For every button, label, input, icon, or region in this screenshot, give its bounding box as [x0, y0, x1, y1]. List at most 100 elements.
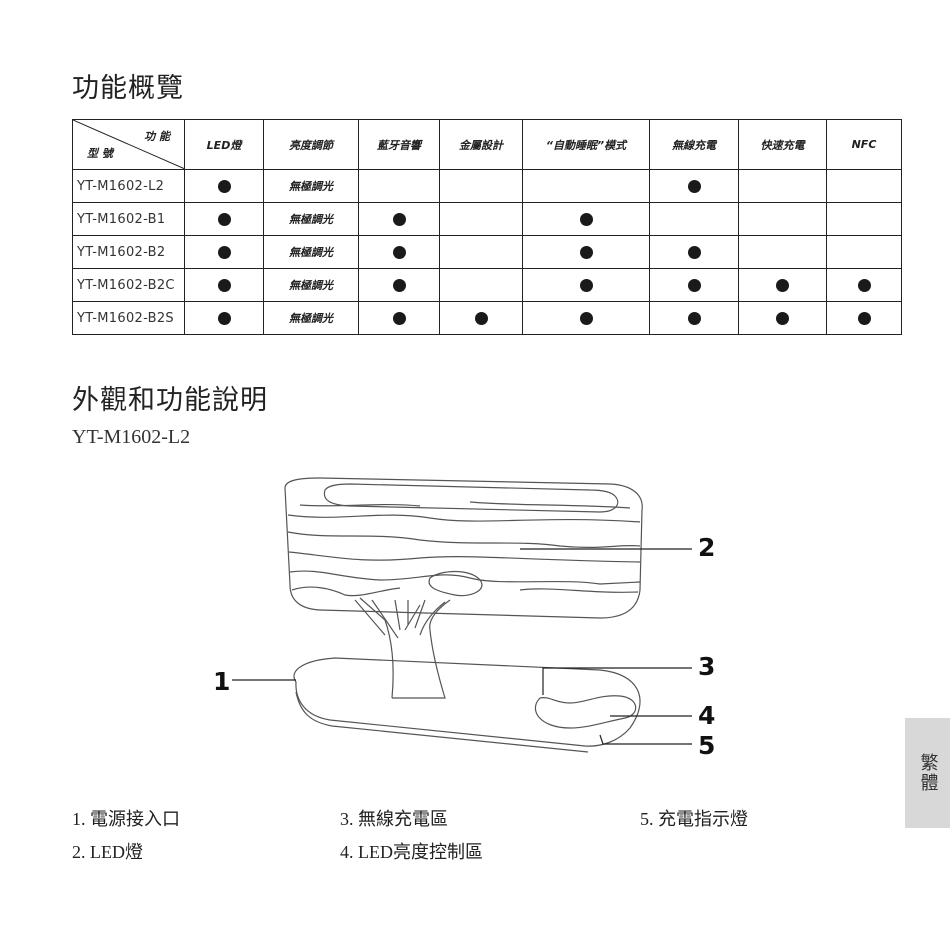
- feature-cell: [649, 202, 739, 236]
- header-bluetooth: 藍牙音響: [358, 119, 440, 170]
- feature-dot-icon: [392, 278, 406, 292]
- feature-cell: [184, 268, 264, 302]
- table-row: YT-M1602-L2 無極調光: [72, 169, 902, 203]
- language-tab-label: 繁體: [917, 753, 939, 793]
- feature-cell: [439, 235, 523, 269]
- dimming-cell: 無極調光: [263, 268, 359, 302]
- feature-cell: [649, 268, 739, 302]
- feature-cell: [738, 169, 827, 203]
- feature-cell: [522, 301, 650, 335]
- feature-cell: [439, 169, 523, 203]
- feature-cell: [826, 202, 902, 236]
- model-cell: YT-M1602-B1: [72, 202, 185, 236]
- feature-dot-icon: [392, 245, 406, 259]
- product-illustration: [232, 477, 692, 753]
- lamp-shade-outline: [284, 477, 643, 619]
- part-label-5: 5. 充電指示燈: [640, 809, 748, 829]
- feature-dot-icon: [776, 311, 789, 325]
- callout-5: 5: [698, 731, 716, 760]
- leader-line-3: [542, 667, 692, 695]
- feature-dot-icon: [857, 278, 871, 292]
- feature-cell: [358, 268, 440, 302]
- feature-dot-icon: [217, 245, 231, 259]
- model-cell: YT-M1602-B2: [72, 235, 185, 269]
- table-row: YT-M1602-B2 無極調光: [72, 235, 902, 269]
- language-tab[interactable]: 繁體: [905, 718, 950, 828]
- feature-dot-icon: [687, 278, 701, 292]
- corner-label-feature: 功 能: [144, 130, 170, 143]
- dimming-cell: 無極調光: [263, 301, 359, 335]
- section-title-overview: 功能概覽: [72, 73, 184, 104]
- callout-4: 4: [698, 701, 716, 730]
- feature-cell: [738, 235, 827, 269]
- header-fast-charging: 快速充電: [738, 119, 827, 170]
- feature-dot-icon: [474, 311, 488, 325]
- model-cell: YT-M1602-B2S: [72, 301, 185, 335]
- tree-trunk: [359, 597, 451, 699]
- feature-dot-icon: [217, 179, 231, 193]
- model-name: YT-M1602-L2: [72, 426, 191, 448]
- feature-dot-icon: [392, 212, 406, 226]
- feature-cell: [358, 235, 440, 269]
- dimming-cell: 無極調光: [263, 169, 359, 203]
- feature-cell: [184, 235, 264, 269]
- feature-cell: [522, 169, 650, 203]
- section-title-appearance: 外觀和功能說明: [72, 385, 268, 416]
- feature-dot-icon: [579, 311, 593, 325]
- feature-cell: [649, 169, 739, 203]
- header-led: LED燈: [184, 119, 264, 170]
- wood-knot: [428, 570, 483, 597]
- feature-cell: [826, 268, 902, 302]
- feature-dot-icon: [579, 278, 593, 292]
- feature-cell: [522, 268, 650, 302]
- feature-cell: [522, 202, 650, 236]
- feature-dot-icon: [857, 311, 871, 325]
- feature-cell: [184, 169, 264, 203]
- feature-dot-icon: [217, 278, 231, 292]
- diagonal-divider: [73, 120, 184, 169]
- feature-dot-icon: [579, 245, 593, 259]
- part-label-4: 4. LED亮度控制區: [340, 842, 483, 862]
- part-label-2: 2. LED燈: [72, 842, 143, 862]
- feature-cell: [649, 235, 739, 269]
- model-cell: YT-M1602-L2: [72, 169, 185, 203]
- header-corner-cell: 功 能 型 號: [72, 119, 185, 170]
- tree-branches: [354, 599, 426, 639]
- feature-cell: [522, 235, 650, 269]
- feature-cell: [738, 301, 827, 335]
- feature-cell: [439, 202, 523, 236]
- feature-dot-icon: [217, 311, 231, 325]
- feature-cell: [184, 301, 264, 335]
- feature-cell: [826, 169, 902, 203]
- lamp-top-opening: [323, 483, 619, 513]
- feature-cell: [826, 301, 902, 335]
- feature-dot-icon: [579, 212, 593, 226]
- feature-cell: [358, 169, 440, 203]
- feature-cell: [439, 301, 523, 335]
- feature-cell: [826, 235, 902, 269]
- header-auto-sleep: “自動睡眠”模式: [522, 119, 650, 170]
- corner-label-model: 型 號: [87, 147, 113, 160]
- header-wireless-charging: 無線充電: [649, 119, 739, 170]
- dimming-cell: 無極調光: [263, 202, 359, 236]
- table-row: YT-M1602-B2C 無極調光: [72, 268, 902, 302]
- dimming-cell: 無極調光: [263, 235, 359, 269]
- table-row: YT-M1602-B2S 無極調光: [72, 301, 902, 335]
- feature-dot-icon: [776, 278, 789, 292]
- header-nfc: NFC: [826, 119, 902, 170]
- table-header-row: 功 能 型 號 LED燈 亮度調節 藍牙音響 金屬設計 “自動睡眠”模式 無線充…: [72, 119, 902, 170]
- callout-3: 3: [698, 652, 716, 681]
- wood-grain: [287, 501, 641, 597]
- callout-1: 1: [213, 667, 231, 696]
- feature-dot-icon: [687, 245, 701, 259]
- model-cell: YT-M1602-B2C: [72, 268, 185, 302]
- charging-pad-outline: [534, 695, 637, 729]
- feature-dot-icon: [217, 212, 231, 226]
- feature-cell: [439, 268, 523, 302]
- feature-cell: [738, 268, 827, 302]
- header-metal: 金屬設計: [439, 119, 523, 170]
- feature-cell: [184, 202, 264, 236]
- feature-table: 功 能 型 號 LED燈 亮度調節 藍牙音響 金屬設計 “自動睡眠”模式 無線充…: [72, 119, 902, 335]
- part-label-3: 3. 無線充電區: [340, 809, 448, 829]
